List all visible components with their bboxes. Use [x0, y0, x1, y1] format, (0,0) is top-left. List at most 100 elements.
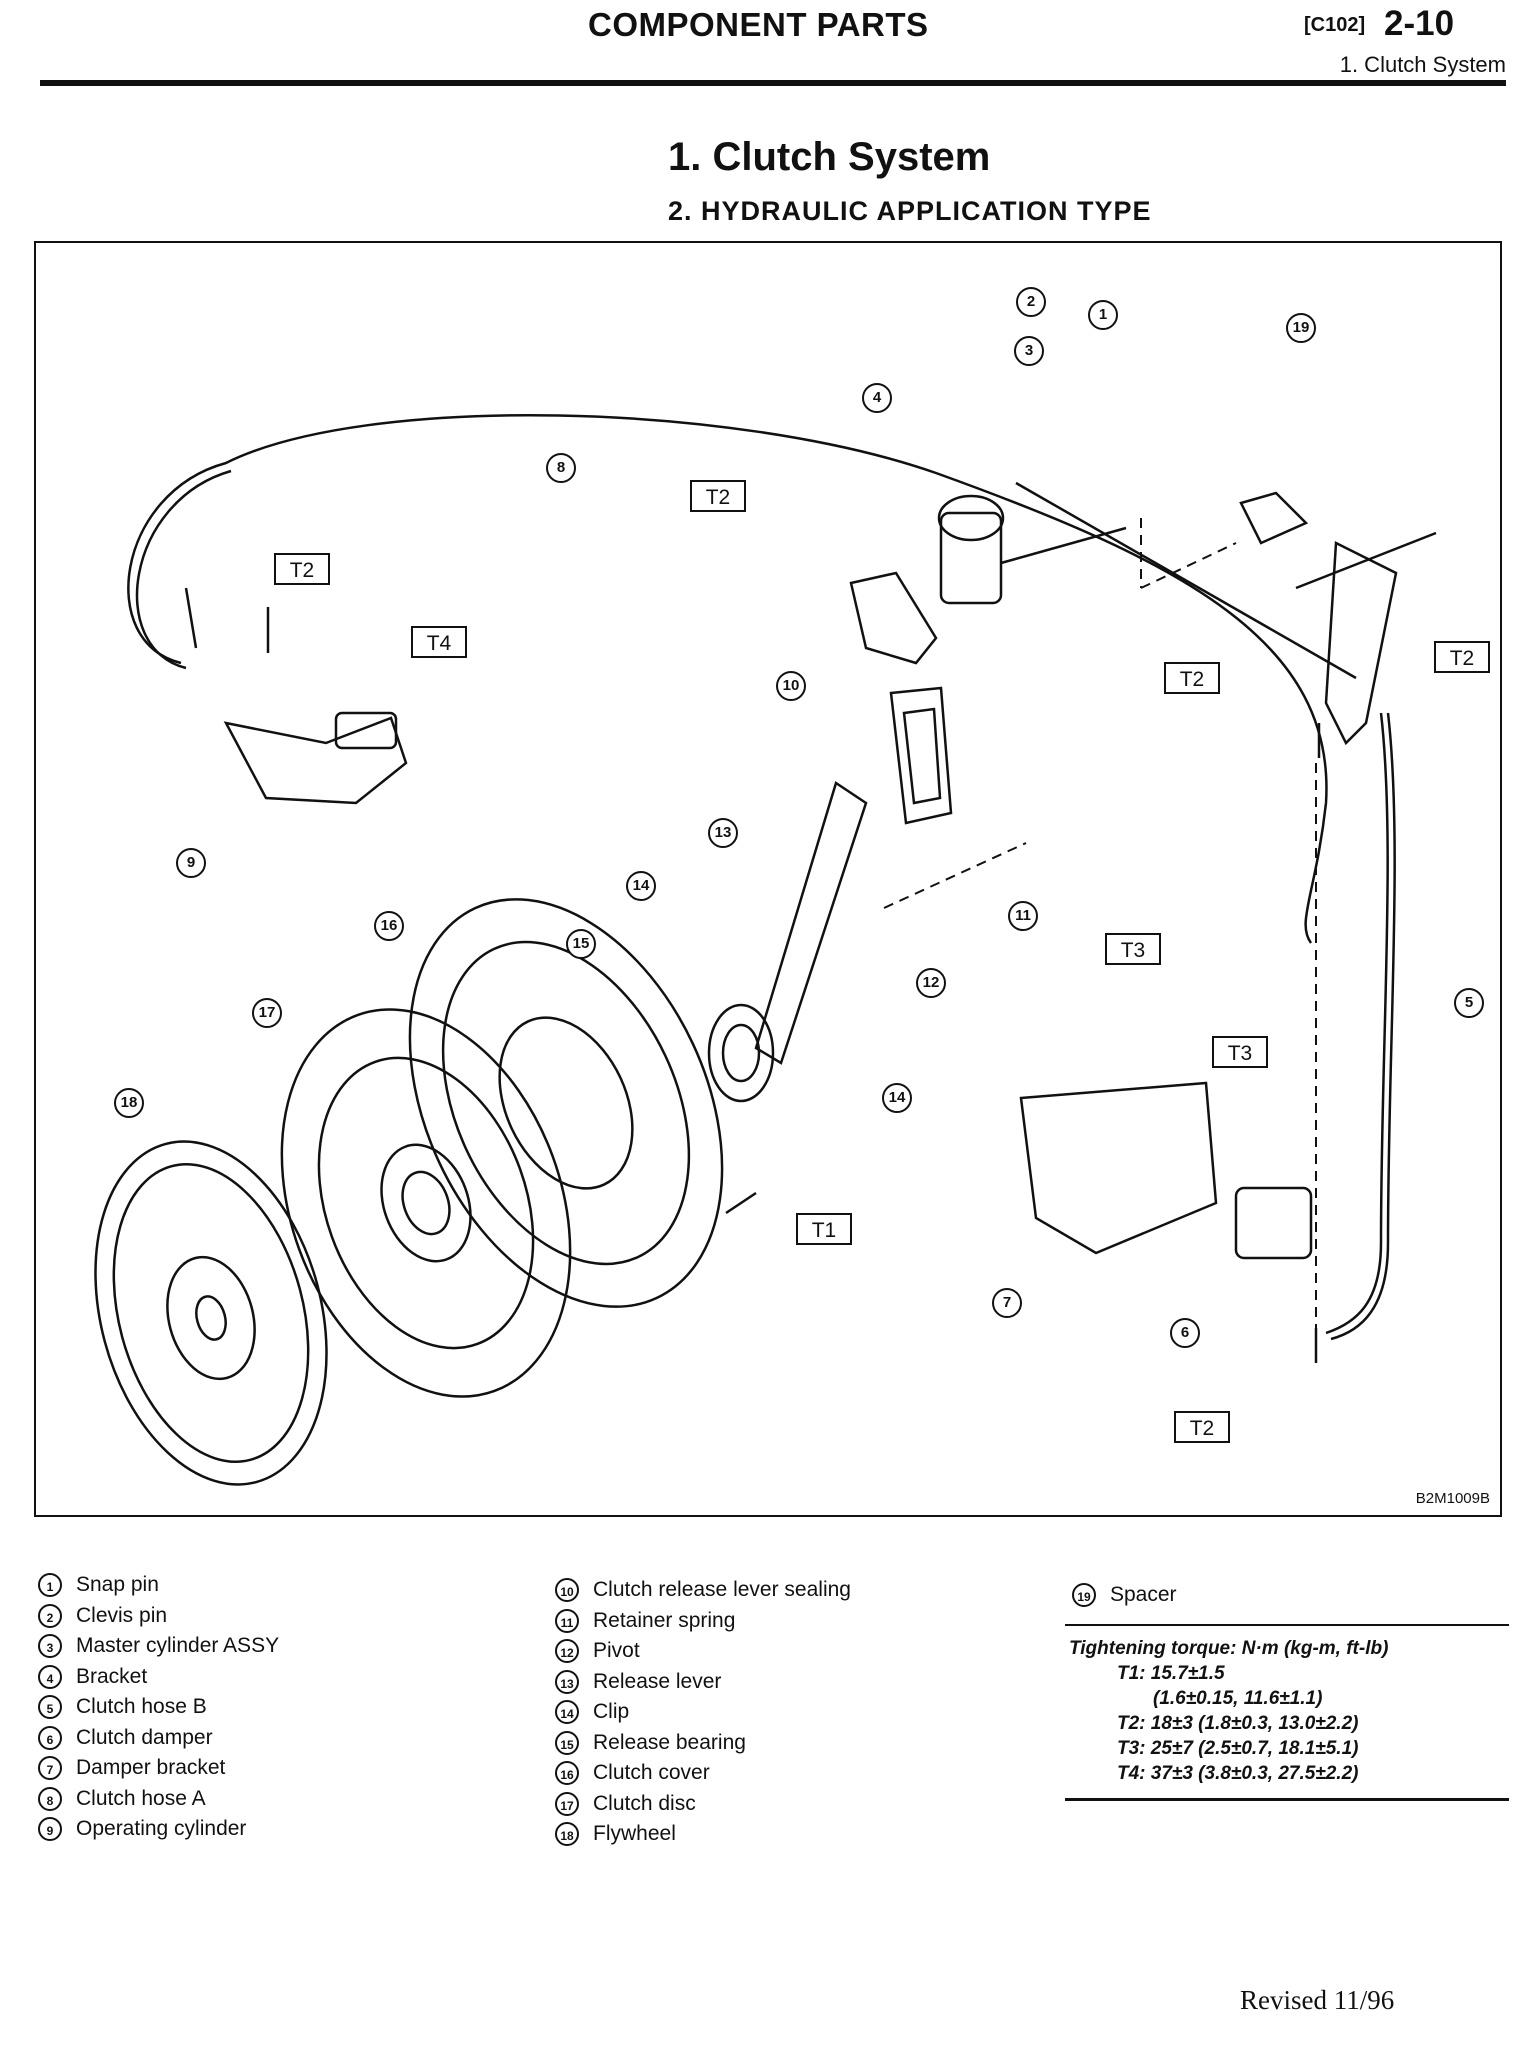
legend-label: Release bearing — [593, 1730, 746, 1754]
legend-item: 12 Pivot — [555, 1636, 851, 1667]
callout-11: 11 — [1008, 901, 1038, 931]
legend-item: 9 Operating cylinder — [38, 1814, 279, 1845]
torque-tag-t2: T2 — [1164, 662, 1220, 694]
section-subtitle: 2. HYDRAULIC APPLICATION TYPE — [668, 196, 1152, 226]
callout-3: 3 — [1014, 336, 1044, 366]
legend-item: 7 Damper bracket — [38, 1753, 279, 1784]
legend-number: 14 — [555, 1700, 579, 1725]
legend-label: Snap pin — [76, 1573, 159, 1596]
legend-number: 15 — [555, 1730, 579, 1755]
legend-number: 10 — [555, 1578, 579, 1603]
callout-15: 15 — [566, 929, 596, 959]
legend-item: 2 Clevis pin — [38, 1601, 279, 1632]
legend-label: Master cylinder ASSY — [76, 1634, 280, 1657]
torque-tag-t3: T3 — [1105, 933, 1161, 965]
legend-number: 9 — [38, 1817, 62, 1842]
legend-item: 11 Retainer spring — [555, 1606, 851, 1637]
legend-number: 7 — [38, 1756, 62, 1781]
legend-number: 16 — [555, 1761, 579, 1786]
clutch-hose-b — [1325, 712, 1389, 1335]
torque-tag-t4: T4 — [411, 626, 467, 658]
legend-number: 12 — [555, 1639, 579, 1664]
legend-column-2: 10 Clutch release lever sealing 11 Retaine… — [555, 1575, 851, 1850]
release-lever — [754, 781, 868, 1065]
damper-bracket — [1019, 1081, 1218, 1255]
torque-tag-t1: T1 — [796, 1213, 852, 1245]
legend-item: 4 Bracket — [38, 1662, 279, 1693]
callout-14: 14 — [626, 871, 656, 901]
callout-7: 7 — [992, 1288, 1022, 1318]
legend-number: 3 — [38, 1634, 62, 1659]
torque-heading: Tightening torque: N·m (kg-m, ft-lb) — [1069, 1638, 1389, 1659]
torque-tag-t2: T2 — [1174, 1411, 1230, 1443]
legend-label: Release lever — [593, 1669, 722, 1693]
legend-number: 18 — [555, 1822, 579, 1847]
legend-label: Spacer — [1110, 1583, 1177, 1606]
bracket — [849, 571, 938, 665]
header-rule — [40, 80, 1506, 86]
legend-label: Clevis pin — [76, 1603, 168, 1627]
callout-14b: 14 — [882, 1083, 912, 1113]
callout-17: 17 — [252, 998, 282, 1028]
page-header-title: COMPONENT PARTS — [588, 6, 929, 43]
legend-label: Pivot — [593, 1639, 640, 1662]
page-header-code: [C102] — [1304, 14, 1366, 36]
legend-label: Operating cylinder — [76, 1817, 247, 1840]
section-title: 1. Clutch System — [668, 135, 991, 179]
legend-label: Damper bracket — [76, 1756, 226, 1779]
torque-t1: T1: 15.7±1.5 — [1117, 1663, 1225, 1684]
torque-t3: T3: 25±7 (2.5±0.7, 18.1±5.1) — [1117, 1738, 1359, 1759]
callout-2: 2 — [1016, 287, 1046, 317]
callout-13: 13 — [708, 818, 738, 848]
clutch-disc — [280, 1008, 572, 1398]
release-bearing — [707, 1003, 775, 1103]
torque-tag-t2: T2 — [1434, 641, 1490, 673]
lever-seal — [889, 686, 953, 825]
legend-label: Clutch release lever sealing — [593, 1578, 851, 1601]
page-header-section: 1. Clutch System — [1339, 52, 1506, 77]
figure-code: B2M1009B — [1415, 1490, 1490, 1507]
torque-tag-t2: T2 — [274, 553, 330, 585]
callout-10: 10 — [776, 671, 806, 701]
pedal — [1324, 541, 1398, 746]
callout-1: 1 — [1088, 300, 1118, 330]
clutch-cover — [408, 898, 724, 1308]
legend-number: 17 — [555, 1791, 579, 1816]
callout-6: 6 — [1170, 1318, 1200, 1348]
legend-number: 6 — [38, 1725, 62, 1750]
clutch-damper — [1234, 1186, 1313, 1260]
legend-column-1: 1 Snap pin 2 Clevis pin 3 Master cylinder A… — [38, 1570, 279, 1845]
torque-t2: T2: 18±3 (1.8±0.3, 13.0±2.2) — [1117, 1713, 1359, 1734]
legend-item: 15 Release bearing — [555, 1728, 851, 1759]
legend-number: 2 — [38, 1603, 62, 1628]
legend-item: 17 Clutch disc — [555, 1789, 851, 1820]
legend-label: Clutch disc — [593, 1791, 696, 1815]
torque-tag-t3: T3 — [1212, 1036, 1268, 1068]
legend-number: 11 — [555, 1608, 579, 1633]
legend-number: 8 — [38, 1786, 62, 1811]
callout-16: 16 — [374, 911, 404, 941]
exploded-diagram: T2 T2 T4 T2 T2 T3 T3 T1 T2 1 2 3 4 5 6 7… — [34, 241, 1502, 1517]
spacer — [1239, 491, 1309, 545]
callout-12: 12 — [916, 968, 946, 998]
legend-number: 4 — [38, 1664, 62, 1689]
legend-item: 18 Flywheel — [555, 1819, 851, 1850]
callout-18: 18 — [114, 1088, 144, 1118]
callout-5: 5 — [1454, 988, 1484, 1018]
legend-number: 1 — [38, 1573, 62, 1598]
callout-9: 9 — [176, 848, 206, 878]
legend-item: 10 Clutch release lever sealing — [555, 1575, 851, 1606]
legend-label: Bracket — [76, 1664, 148, 1688]
flywheel-outer — [94, 1140, 328, 1486]
torque-t1-conversion: (1.6±0.15, 11.6±1.1) — [1153, 1688, 1323, 1709]
legend-label: Retainer spring — [593, 1608, 736, 1632]
legend-label: Flywheel — [593, 1822, 676, 1845]
legend-item: 1 Snap pin — [38, 1570, 279, 1601]
